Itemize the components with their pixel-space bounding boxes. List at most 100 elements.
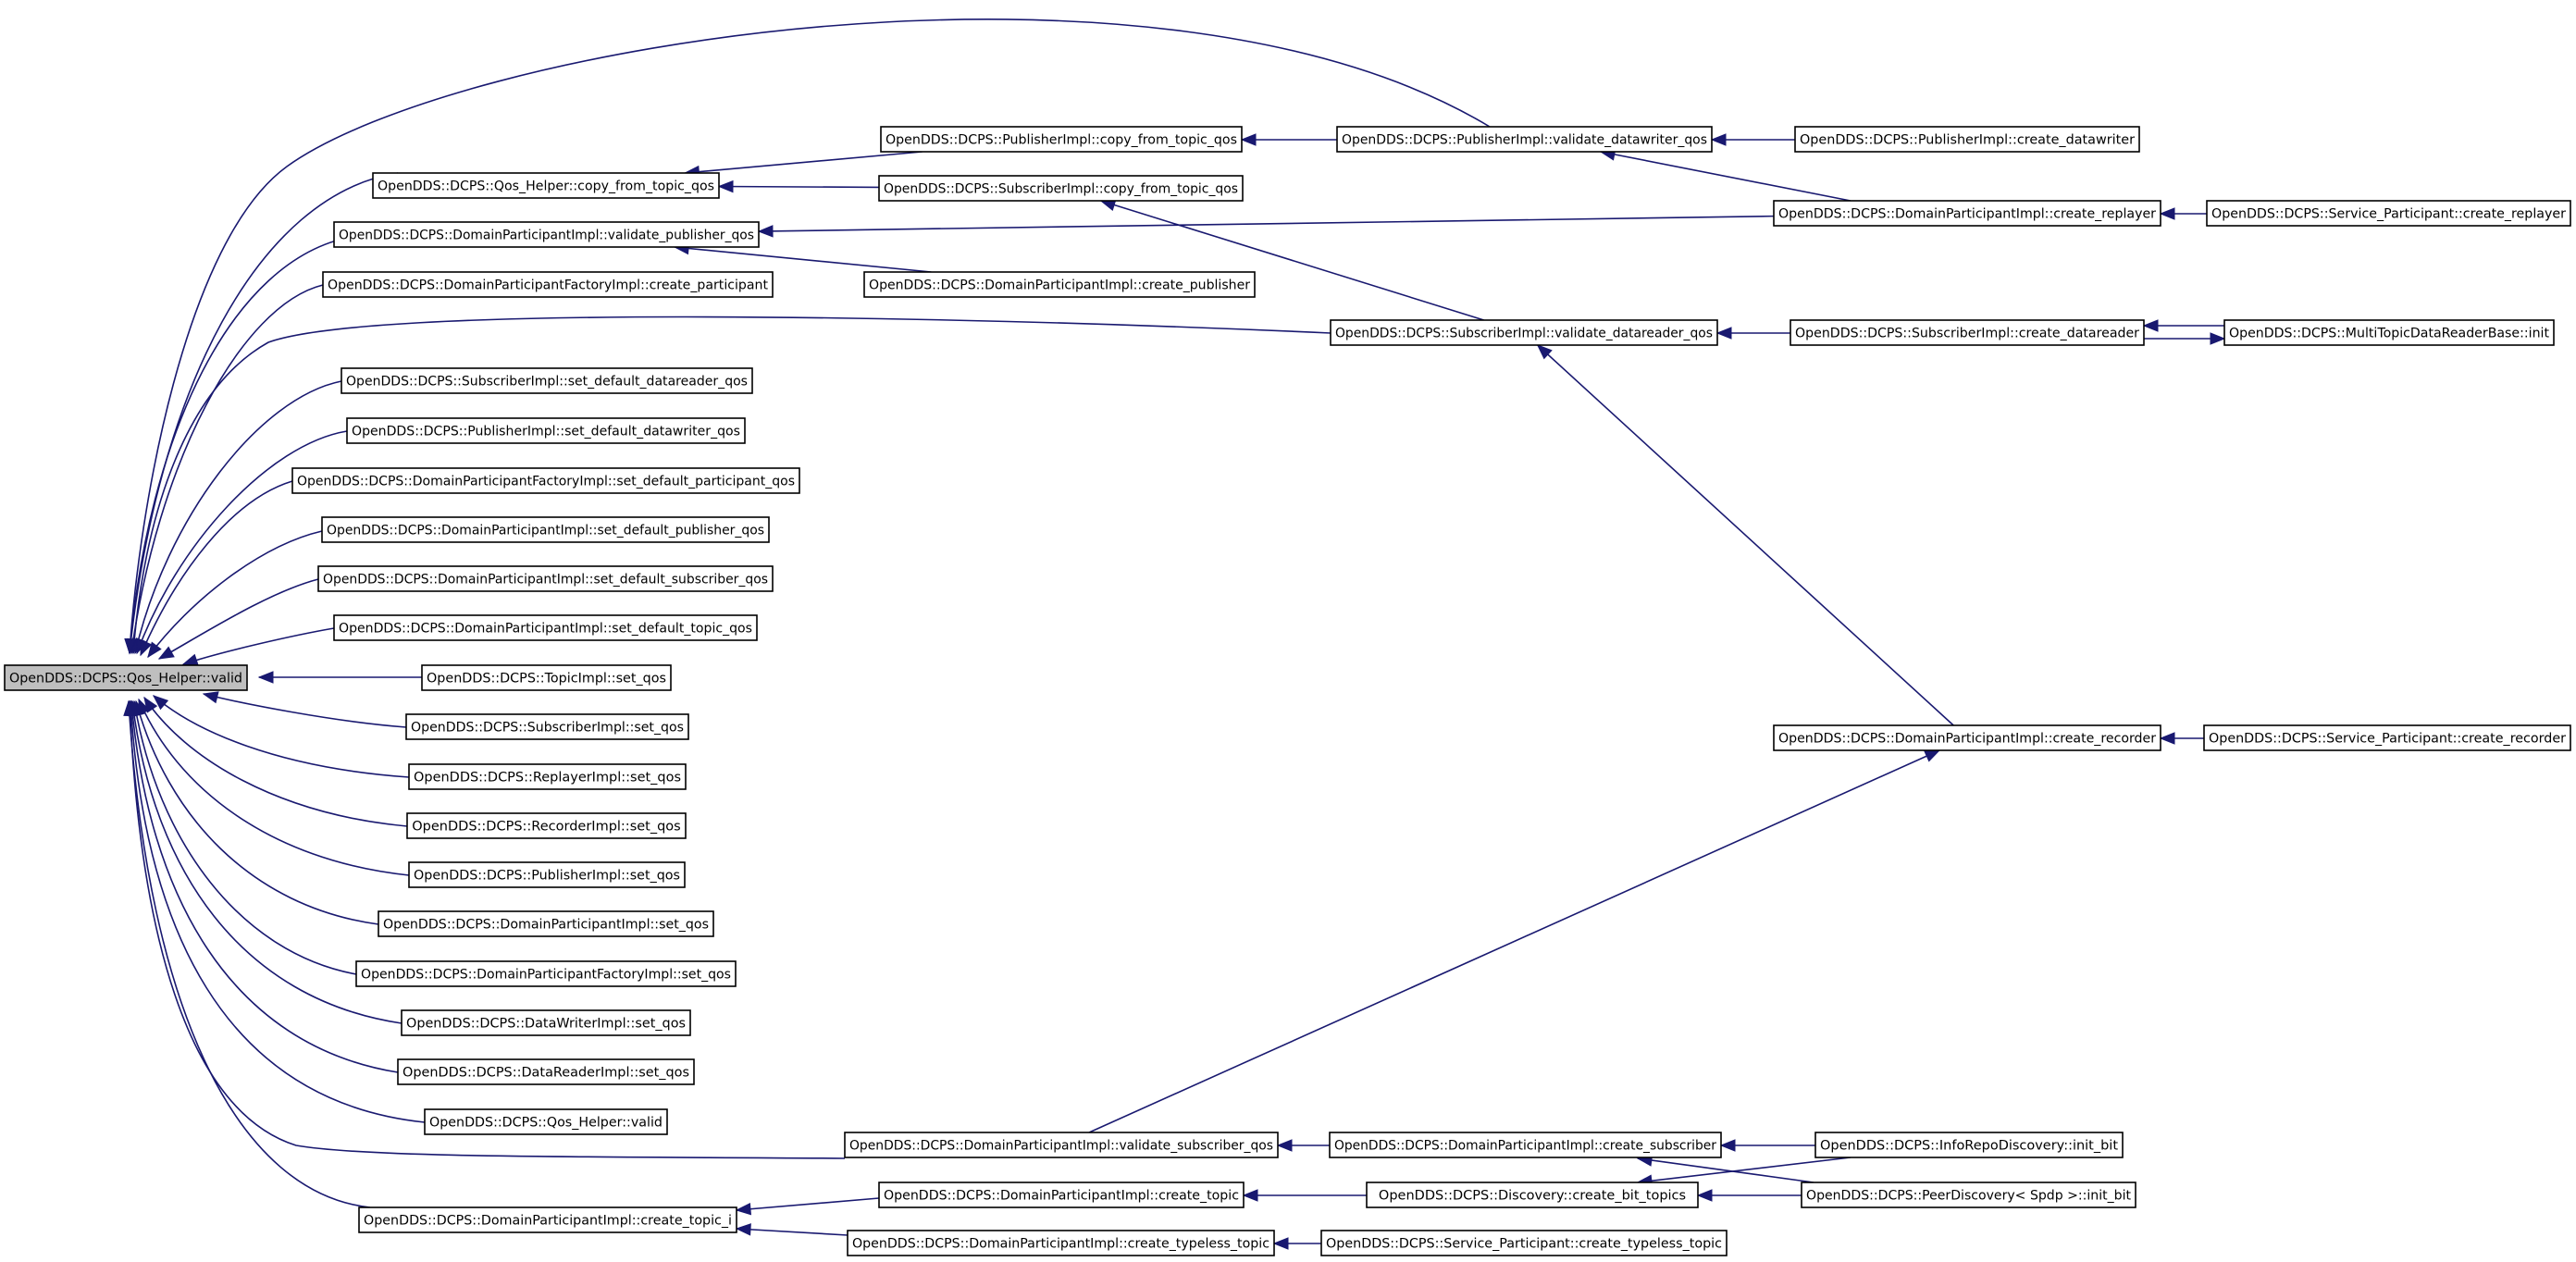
- node-peer-initbit[interactable]: OpenDDS::DCPS::PeerDiscovery< Spdp >::in…: [1801, 1182, 2136, 1208]
- node-dp-createtyped[interactable]: OpenDDS::DCPS::DomainParticipantImpl::cr…: [847, 1230, 1275, 1256]
- node-dp-createpub[interactable]: OpenDDS::DCPS::DomainParticipantImpl::cr…: [863, 271, 1256, 298]
- node-label: OpenDDS::DCPS::SubscriberImpl::create_da…: [1795, 327, 2139, 341]
- edge-line: [147, 530, 323, 658]
- node-label: OpenDDS::DCPS::PublisherImpl::set_qos: [414, 869, 680, 884]
- node-box: [1790, 319, 2145, 346]
- edge-layer: [123, 19, 2226, 1250]
- edge-line: [133, 700, 357, 975]
- node-box: [333, 221, 760, 248]
- node-label: OpenDDS::DCPS::DomainParticipantFactoryI…: [328, 278, 768, 293]
- node-dp-createrec[interactable]: OpenDDS::DCPS::DomainParticipantImpl::cr…: [1773, 724, 2161, 751]
- node-topic-setqos[interactable]: OpenDDS::DCPS::TopicImpl::set_qos: [421, 664, 672, 691]
- arrowhead: [2159, 732, 2175, 745]
- node-sub-valdr[interactable]: OpenDDS::DCPS::SubscriberImpl::validate_…: [1330, 319, 1718, 346]
- node-sp-createrep[interactable]: OpenDDS::DCPS::Service_Participant::crea…: [2206, 200, 2571, 227]
- node-label: OpenDDS::DCPS::SubscriberImpl::set_qos: [411, 721, 684, 736]
- node-box: [397, 1058, 695, 1085]
- node-label: OpenDDS::DCPS::PeerDiscovery< Spdp >::in…: [1806, 1189, 2131, 1204]
- node-dp-setqos[interactable]: OpenDDS::DCPS::DomainParticipantImpl::se…: [378, 910, 714, 937]
- arrowhead: [257, 671, 274, 684]
- node-label: OpenDDS::DCPS::MultiTopicDataReaderBase:…: [2229, 327, 2549, 341]
- edge-line: [153, 695, 410, 778]
- arrowhead: [1696, 1189, 1713, 1202]
- node-sub-createdr[interactable]: OpenDDS::DCPS::SubscriberImpl::create_da…: [1790, 319, 2145, 346]
- node-label: OpenDDS::DCPS::DomainParticipantImpl::cr…: [1334, 1139, 1716, 1154]
- node-pub-createdw[interactable]: OpenDDS::DCPS::PublisherImpl::create_dat…: [1794, 126, 2140, 153]
- edge-line: [182, 627, 335, 665]
- node-dw-setqos[interactable]: OpenDDS::DCPS::DataWriterImpl::set_qos: [401, 1009, 691, 1036]
- edge-dp_setdeftopic-to-root: [181, 627, 335, 666]
- node-dpf-createpart[interactable]: OpenDDS::DCPS::DomainParticipantFactoryI…: [322, 271, 774, 298]
- node-qh-copy[interactable]: OpenDDS::DCPS::Qos_Helper::copy_from_top…: [372, 172, 720, 199]
- edge-line: [143, 697, 408, 827]
- node-box: [378, 910, 714, 937]
- node-pub-setdefdw[interactable]: OpenDDS::DCPS::PublisherImpl::set_defaul…: [346, 417, 746, 444]
- node-dp-createtopici[interactable]: OpenDDS::DCPS::DomainParticipantImpl::cr…: [358, 1206, 737, 1233]
- node-label: OpenDDS::DCPS::PublisherImpl::validate_d…: [1342, 133, 1707, 148]
- edge-line: [134, 380, 342, 654]
- node-box: [1801, 1182, 2136, 1208]
- node-root[interactable]: OpenDDS::DCPS::Qos_Helper::valid: [4, 664, 248, 691]
- edge-line: [718, 185, 880, 189]
- edge-dp_setqos-to-root: [133, 699, 379, 925]
- node-sub-copy[interactable]: OpenDDS::DCPS::SubscriberImpl::copy_from…: [878, 175, 1244, 202]
- node-box: [878, 175, 1244, 202]
- edge-line: [1637, 1157, 1852, 1183]
- node-box: [1814, 1132, 2124, 1158]
- node-sub-setdefdr[interactable]: OpenDDS::DCPS::SubscriberImpl::set_defau…: [341, 367, 753, 394]
- node-dp-setdeftopic[interactable]: OpenDDS::DCPS::DomainParticipantImpl::se…: [333, 614, 758, 641]
- arrowhead: [1719, 1139, 1736, 1152]
- node-sp-createtyped[interactable]: OpenDDS::DCPS::Service_Participant::crea…: [1320, 1230, 1728, 1256]
- node-box: [341, 367, 753, 394]
- edge-line: [758, 215, 1775, 232]
- edge-line: [130, 700, 399, 1073]
- node-box: [355, 960, 737, 987]
- edge-dp_setdefpub-to-root: [147, 530, 323, 659]
- node-dpf-setqos[interactable]: OpenDDS::DCPS::DomainParticipantFactoryI…: [355, 960, 737, 987]
- node-irepo-initbit[interactable]: OpenDDS::DCPS::InfoRepoDiscovery::init_b…: [1814, 1132, 2124, 1158]
- edge-dp_createrep-to-pub_valdw: [1599, 148, 1852, 202]
- node-label: OpenDDS::DCPS::DomainParticipantImpl::cr…: [884, 1189, 1239, 1204]
- node-dp-valsub[interactable]: OpenDDS::DCPS::DomainParticipantImpl::va…: [844, 1132, 1279, 1158]
- node-disc-createbit[interactable]: OpenDDS::DCPS::Discovery::create_bit_top…: [1366, 1182, 1699, 1208]
- node-dp-setdefpub[interactable]: OpenDDS::DCPS::DomainParticipantImpl::se…: [321, 516, 770, 543]
- node-box: [2223, 319, 2555, 346]
- node-rep-setqos[interactable]: OpenDDS::DCPS::ReplayerImpl::set_qos: [408, 763, 687, 790]
- node-pub-setqos[interactable]: OpenDDS::DCPS::PublisherImpl::set_qos: [408, 861, 686, 888]
- arrowhead: [1536, 344, 1553, 360]
- edge-peer_initbit-to-disc_createbit: [1696, 1189, 1802, 1202]
- edge-dp_createsub-to-dp_valsub: [1276, 1139, 1330, 1152]
- node-box: [1794, 126, 2140, 153]
- node-pub-copy[interactable]: OpenDDS::DCPS::PublisherImpl::copy_from_…: [880, 126, 1243, 153]
- node-rec-setqos[interactable]: OpenDDS::DCPS::RecorderImpl::set_qos: [406, 812, 687, 839]
- edge-sub_valdr-to-sub_copy: [1099, 199, 1484, 321]
- edge-line: [675, 246, 932, 273]
- arrowhead: [757, 225, 774, 238]
- node-label: OpenDDS::DCPS::DomainParticipantImpl::cr…: [1778, 207, 2156, 222]
- node-box: [424, 1108, 668, 1135]
- node-sub-setqos[interactable]: OpenDDS::DCPS::SubscriberImpl::set_qos: [405, 713, 689, 740]
- arrowhead: [181, 653, 199, 666]
- node-qh-valid2[interactable]: OpenDDS::DCPS::Qos_Helper::valid: [424, 1108, 668, 1135]
- node-dp-createrep[interactable]: OpenDDS::DCPS::DomainParticipantImpl::cr…: [1773, 200, 2161, 227]
- arrowhead: [1715, 327, 1732, 340]
- node-dp-setdefsub[interactable]: OpenDDS::DCPS::DomainParticipantImpl::se…: [317, 565, 774, 592]
- arrowhead: [202, 691, 219, 704]
- edge-line: [128, 700, 371, 1208]
- node-dr-setqos[interactable]: OpenDDS::DCPS::DataReaderImpl::set_qos: [397, 1058, 695, 1085]
- node-label: OpenDDS::DCPS::ReplayerImpl::set_qos: [414, 771, 681, 786]
- node-mtdr-init[interactable]: OpenDDS::DCPS::MultiTopicDataReaderBase:…: [2223, 319, 2555, 346]
- node-box: [4, 664, 248, 691]
- node-dpf-setdefpart[interactable]: OpenDDS::DCPS::DomainParticipantFactoryI…: [291, 467, 800, 494]
- node-dp-createsub[interactable]: OpenDDS::DCPS::DomainParticipantImpl::cr…: [1329, 1132, 1722, 1158]
- node-box: [321, 516, 770, 543]
- edge-line: [129, 172, 399, 654]
- edge-disc_createbit-to-dp_createtopic: [1242, 1189, 1367, 1202]
- node-dp-createtopic[interactable]: OpenDDS::DCPS::DomainParticipantImpl::cr…: [878, 1182, 1245, 1208]
- arrowhead: [157, 646, 175, 660]
- node-box: [421, 664, 672, 691]
- node-label: OpenDDS::DCPS::DomainParticipantImpl::cr…: [364, 1214, 732, 1229]
- node-pub-valdw[interactable]: OpenDDS::DCPS::PublisherImpl::validate_d…: [1336, 126, 1713, 153]
- node-sp-createrec[interactable]: OpenDDS::DCPS::Service_Participant::crea…: [2203, 724, 2571, 751]
- node-dp-valpub[interactable]: OpenDDS::DCPS::DomainParticipantImpl::va…: [333, 221, 760, 248]
